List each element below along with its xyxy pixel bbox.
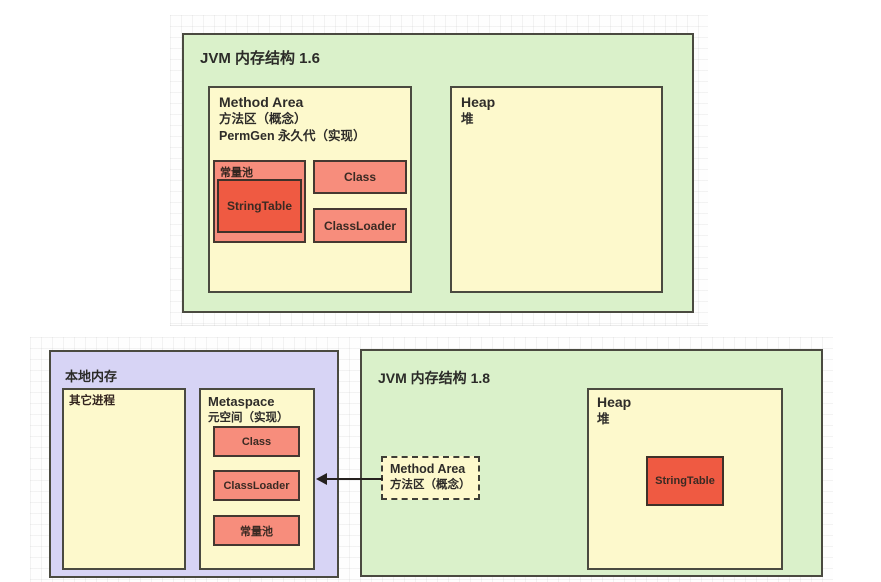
metaspace-class-block: Class bbox=[213, 426, 300, 457]
other-process-label: 其它进程 bbox=[69, 395, 115, 407]
jvm16-method-area-name-en: Method Area bbox=[219, 94, 304, 110]
jvm16-constant-pool-block: 常量池 StringTable bbox=[213, 160, 306, 243]
jvm18-method-area-name-zh: 方法区（概念） bbox=[390, 479, 471, 491]
jvm16-stringtable-block: StringTable bbox=[217, 179, 302, 233]
jvm16-heap-name-zh: 堆 bbox=[461, 112, 474, 126]
native-memory-container: 本地内存 其它进程 Metaspace 元空间（实现） Class ClassL… bbox=[49, 350, 339, 578]
jvm16-method-area-heading: Method Area 方法区（概念） PermGen 永久代（实现） bbox=[210, 88, 410, 145]
metaspace-constant-pool-block: 常量池 bbox=[213, 515, 300, 546]
jvm16-class-label: Class bbox=[343, 170, 377, 184]
jvm18-heap-region: Heap 堆 StringTable bbox=[587, 388, 783, 570]
jvm16-container: JVM 内存结构 1.6 Method Area 方法区（概念） PermGen… bbox=[182, 33, 694, 313]
metaspace-constant-pool-label: 常量池 bbox=[240, 525, 273, 538]
jvm16-stringtable-label: StringTable bbox=[226, 199, 293, 213]
metaspace-region: Metaspace 元空间（实现） Class ClassLoader 常量池 bbox=[199, 388, 315, 570]
metaspace-class-label: Class bbox=[241, 435, 272, 448]
jvm18-method-area-name-en: Method Area bbox=[390, 462, 466, 476]
jvm16-method-area-name-zh: 方法区（概念） bbox=[219, 112, 307, 126]
jvm18-heap-name-en: Heap bbox=[597, 394, 632, 410]
jvm16-heap-name-en: Heap bbox=[461, 94, 496, 110]
jvm16-method-area-impl: PermGen 永久代（实现） bbox=[219, 129, 366, 143]
jvm16-classloader-block: ClassLoader bbox=[313, 208, 407, 243]
jvm16-constant-pool-label: 常量池 bbox=[220, 167, 253, 179]
metaspace-name-en: Metaspace bbox=[208, 394, 275, 409]
jvm18-container: JVM 内存结构 1.8 Method Area 方法区（概念） Heap 堆 … bbox=[360, 349, 823, 577]
jvm18-heap-heading: Heap 堆 bbox=[589, 390, 781, 427]
metaspace-heading: Metaspace 元空间（实现） bbox=[201, 390, 313, 426]
jvm16-method-area-region: Method Area 方法区（概念） PermGen 永久代（实现） 常量池 … bbox=[208, 86, 412, 293]
metaspace-classloader-label: ClassLoader bbox=[223, 479, 290, 492]
arrow-head-icon bbox=[316, 473, 327, 485]
jvm16-heap-region: Heap 堆 bbox=[450, 86, 663, 293]
jvm18-heap-name-zh: 堆 bbox=[597, 412, 610, 426]
metaspace-name-zh: 元空间（实现） bbox=[208, 412, 289, 424]
jvm16-class-block: Class bbox=[313, 160, 407, 194]
jvm16-classloader-label: ClassLoader bbox=[323, 218, 397, 233]
other-process-region: 其它进程 bbox=[62, 388, 186, 570]
jvm16-heap-heading: Heap 堆 bbox=[452, 88, 661, 128]
jvm18-stringtable-label: StringTable bbox=[655, 475, 715, 487]
metaspace-classloader-block: ClassLoader bbox=[213, 470, 300, 501]
jvm16-title: JVM 内存结构 1.6 bbox=[200, 50, 321, 67]
jvm18-title: JVM 内存结构 1.8 bbox=[378, 370, 491, 386]
arrow-line bbox=[327, 478, 383, 480]
native-memory-title: 本地内存 bbox=[65, 369, 118, 384]
jvm18-method-area-heading: Method Area 方法区（概念） bbox=[383, 458, 478, 493]
jvm18-method-area-dashed-box: Method Area 方法区（概念） bbox=[381, 456, 480, 500]
jvm18-stringtable-block: StringTable bbox=[646, 456, 724, 506]
